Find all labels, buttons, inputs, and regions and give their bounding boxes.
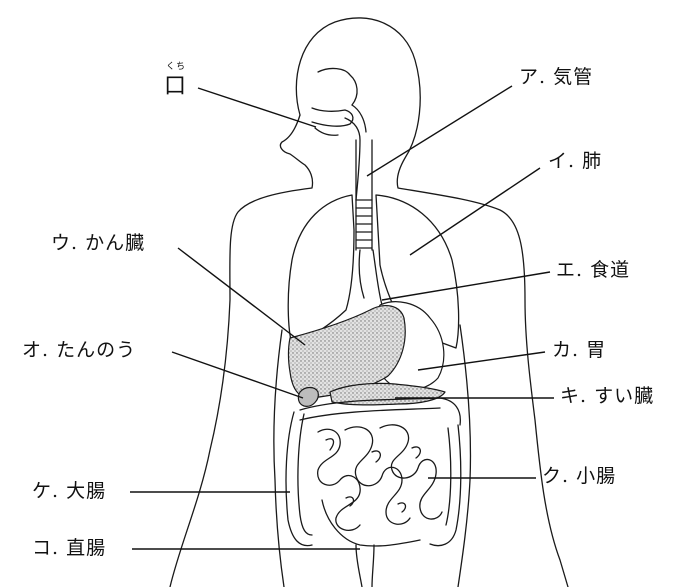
head-interior [312, 68, 366, 200]
label-pancreas: キ. すい臓 [560, 385, 654, 407]
label-esophagus: エ. 食道 [556, 259, 630, 281]
small-intestine [318, 425, 442, 546]
label-trachea: ア. 気管 [519, 66, 593, 88]
label-large-intestine: ケ. 大腸 [32, 480, 106, 502]
rectum [356, 545, 374, 587]
esophagus [373, 250, 382, 305]
label-small-intestine: ク. 小腸 [542, 465, 616, 487]
label-stomach: カ. 胃 [552, 339, 606, 361]
leader-lines [130, 86, 554, 549]
label-gallbladder: オ. たんのう [22, 339, 136, 361]
mouth-reading: くち [166, 62, 186, 72]
trachea [356, 140, 372, 298]
label-lungs: イ. 肺 [548, 150, 602, 172]
large-intestine [286, 398, 461, 546]
body-outline [170, 18, 568, 587]
label-liver: ウ. かん臓 [51, 232, 145, 254]
label-rectum: コ. 直腸 [32, 537, 106, 559]
label-mouth: 口 [164, 76, 187, 98]
